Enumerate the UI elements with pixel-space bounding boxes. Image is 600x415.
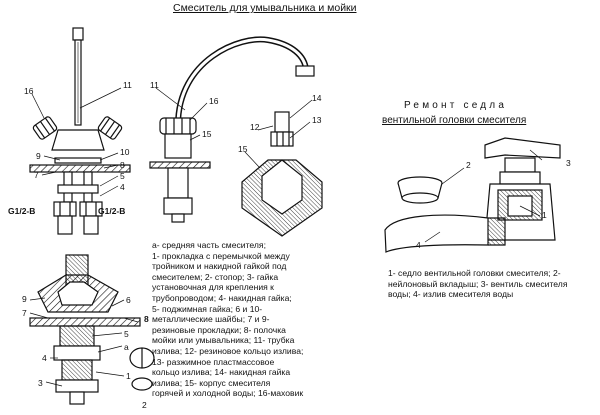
left-title: Смеситель для умывальника и мойки [173,2,357,14]
left-caption-line: мойки или умывальника; 11- трубка [152,335,295,346]
left-caption-line: 1- прокладка с перемычкой между [152,250,290,261]
left-caption-line: 13- разжимное пластмассовое [152,356,275,367]
label-6: 6 [126,295,131,305]
left-caption-line: излива; 12- резиновое кольцо излива; [152,345,304,356]
right-caption-line: 1- седло вентильной головки смесителя; 2… [388,268,561,278]
label-8-top: 8 [120,160,125,170]
left-caption-line: 5- поджимная гайка; 6 и 10- [152,303,263,314]
label-1-left: 1 [126,371,131,381]
left-caption-line: излива; 15- корпус смесителя [152,377,271,388]
left-caption-line: тройником и накидной гайкой под [152,261,287,272]
label-14: 14 [312,93,322,103]
label-4-bottom: 4 [42,353,47,363]
thread-label-left: G1/2-B [8,206,35,216]
right-caption-line: воды; 4- излив смесителя воды [388,289,514,300]
right-caption: 1- седло вентильной головки смесителя; 2… [388,268,598,300]
label-16-right: 16 [209,96,219,106]
label-11-right: 11 [150,80,159,90]
label-12: 12 [250,122,260,132]
label-15-bottom: 15 [238,144,248,154]
label-1-right: 1 [542,210,547,220]
mixer-front-view [29,27,131,235]
left-caption: а- средняя часть смесителя;1- прокладка … [152,240,337,399]
label-2-left: 2 [142,400,147,410]
label-11-left: 11 [123,80,132,90]
label-10: 10 [120,147,130,157]
left-caption-line: кольцо излива; 14- накидная гайка [152,367,291,378]
left-caption-line: установочная для крепления к [152,282,274,293]
label-9-top: 9 [36,151,41,161]
label-3: 3 [38,378,43,388]
label-13: 13 [312,115,322,125]
right-title-line2: вентильной головки смесителя [382,115,527,126]
label-8-bottom: 8 [144,314,149,324]
left-caption-line: металлические шайбы; 7 и 9- [152,314,270,325]
label-16-left: 16 [24,86,34,96]
label-4-top: 4 [120,182,125,192]
label-3-right: 3 [566,158,571,168]
right-title-line1: Ремонт седла [404,100,508,111]
label-2-right: 2 [466,160,471,170]
left-caption-line: трубопроводом; 4- накидная гайка; [152,292,292,303]
mixer-side-view [149,36,315,223]
label-5-top: 5 [120,171,125,181]
left-caption-line: а- средняя часть смесителя; [152,240,266,250]
left-caption-line: горячей и холодной воды; 16-маховик [152,388,304,399]
label-7-top: 7 [34,170,39,180]
label-4-right: 4 [416,240,421,250]
left-caption-line: резиновые прокладки; 8- полочка [152,324,286,335]
right-caption-line: нейлоновый вкладыш; 3- вентиль смесителя [388,278,568,289]
spout-connection-detail [241,111,323,237]
valve-seat-repair-view [384,137,561,253]
label-9-bottom: 9 [22,294,27,304]
mixer-section-view [29,254,155,405]
left-caption-line: смесителем; 2- стопор; 3- гайка [152,271,279,282]
label-15-top: 15 [202,129,212,139]
label-5-bottom: 5 [124,329,129,339]
label-a: а [124,342,129,352]
label-7-bottom: 7 [22,308,27,318]
thread-label-right: G1/2-B [98,206,125,216]
